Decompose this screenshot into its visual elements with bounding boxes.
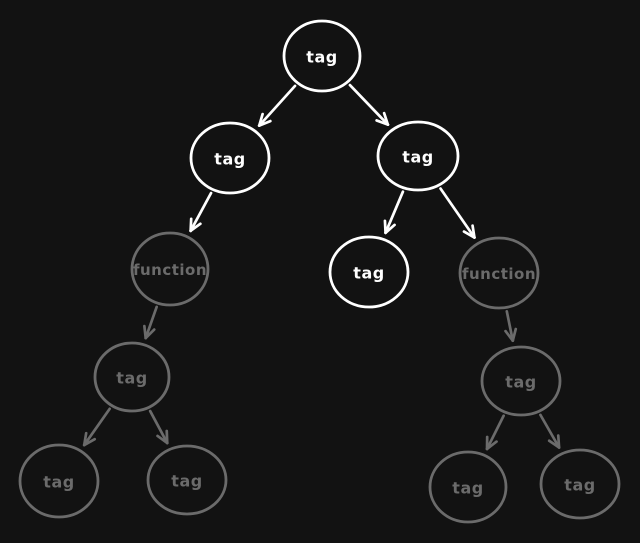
node-circle (93, 341, 171, 413)
node-label: tag (505, 373, 536, 392)
tree-edge-r1-m1 (383, 190, 405, 235)
node-label: function (462, 265, 536, 283)
tree-edge-l3-ll2 (148, 409, 169, 445)
tree-node-r1: tag (376, 120, 460, 192)
tree-edge-r1-r2 (439, 187, 476, 239)
tree-node-r2: function (458, 236, 540, 310)
tree-edge-l3-ll1 (82, 407, 111, 447)
node-circle (480, 345, 562, 417)
node-label: tag (452, 479, 483, 498)
node-label: tag (171, 472, 202, 491)
tree-node-ll1: tag (18, 443, 100, 519)
node-label: tag (402, 148, 433, 167)
node-circle (189, 121, 271, 195)
tree-edge-r3-rl2 (539, 413, 561, 449)
tree-edge-l1-l2 (189, 191, 213, 233)
tree-node-rl2: tag (539, 448, 621, 520)
tree-node-root: tag (282, 19, 362, 93)
tree-edge-r2-r3 (504, 309, 518, 343)
node-label: tag (43, 473, 74, 492)
tree-node-ll2: tag (146, 444, 228, 516)
node-label: tag (353, 264, 384, 283)
tree-node-l2: function (130, 231, 210, 307)
node-label: tag (306, 48, 337, 67)
node-label: function (133, 261, 207, 279)
tree-node-r3: tag (480, 345, 562, 417)
node-label: tag (564, 476, 595, 495)
tree-edge-l2-l3 (143, 305, 159, 340)
tree-node-rl1: tag (428, 450, 508, 524)
node-label: tag (116, 369, 147, 388)
node-circle (458, 236, 540, 310)
tree-node-m1: tag (328, 235, 410, 309)
tree-edge-root-r1 (348, 83, 390, 126)
node-circle (428, 450, 508, 524)
tree-edge-root-l1 (257, 84, 297, 127)
node-circle (376, 120, 460, 192)
node-circle (146, 444, 228, 516)
node-circle (282, 19, 362, 93)
node-circle (18, 443, 100, 519)
tree-node-l1: tag (189, 121, 271, 195)
node-circle (328, 235, 410, 309)
node-circle (539, 448, 621, 520)
tree-node-l3: tag (93, 341, 171, 413)
node-label: tag (214, 150, 245, 169)
node-circle (130, 231, 210, 307)
tree-edge-r3-rl1 (485, 414, 505, 451)
